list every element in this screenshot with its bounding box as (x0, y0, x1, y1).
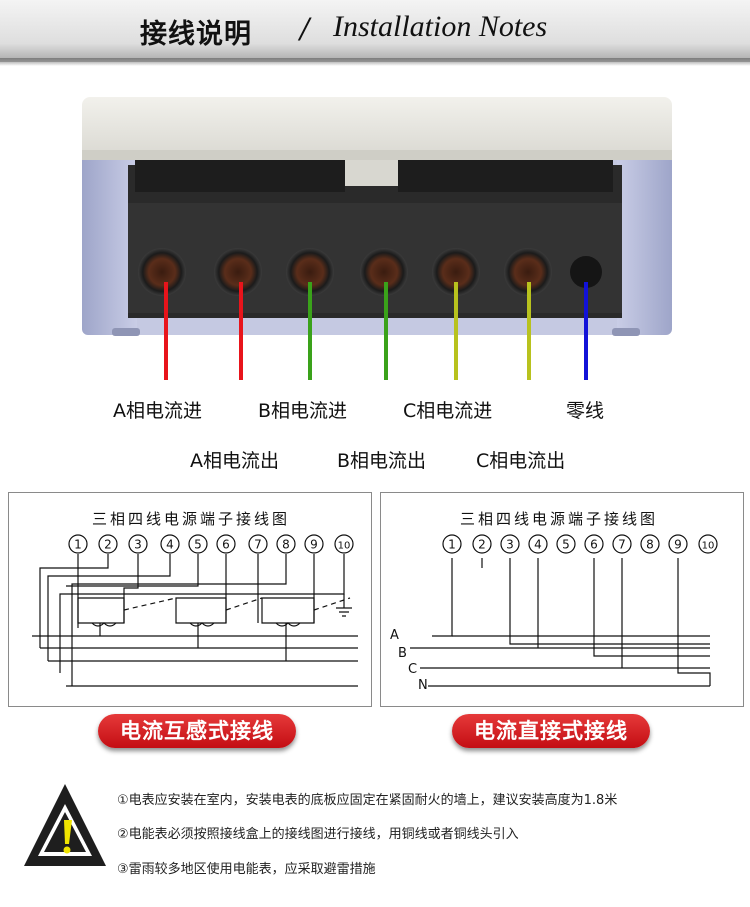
right-terminal-number-9: 9 (674, 538, 682, 552)
right-terminal-circle-10 (698, 534, 718, 554)
left-terminal-circle-4 (160, 534, 180, 554)
label-b-phase-out: B相电流出 (337, 450, 427, 472)
right-terminal-circle-4 (528, 534, 548, 554)
section-header: 接线说明 / Installation Notes (0, 0, 750, 66)
right-terminal-number-8: 8 (646, 538, 654, 552)
right-terminal-circle-1 (442, 534, 462, 554)
right-terminal-number-4: 4 (534, 538, 542, 552)
line-label-a: A (390, 628, 399, 643)
left-terminal-number-3: 3 (134, 538, 142, 552)
ct-wiring-diagram: 1 2 3 4 5 6 7 8 9 10 (32, 534, 358, 687)
right-terminal-number-5: 5 (562, 538, 570, 552)
right-terminal-circle-2 (472, 534, 492, 554)
header-shadow (0, 58, 750, 66)
warning-icon (24, 784, 106, 866)
right-terminal-circle-6 (584, 534, 604, 554)
label-neutral: 零线 (566, 400, 605, 422)
header-title-cn: 接线说明 (140, 19, 252, 50)
left-terminal-number-5: 5 (194, 538, 202, 552)
label-c-phase-out: C相电流出 (476, 450, 566, 472)
right-terminal-circle-5 (556, 534, 576, 554)
right-terminal-number-10: 10 (702, 541, 715, 552)
left-terminal-circle-3 (128, 534, 148, 554)
right-terminal-circle-9 (668, 534, 688, 554)
right-diagram-title: 三相四线电源端子接线图 (460, 510, 659, 528)
right-terminal-number-2: 2 (478, 538, 486, 552)
right-terminal-circle-8 (640, 534, 660, 554)
left-terminal-circle-5 (188, 534, 208, 554)
line-label-n: N (418, 678, 428, 693)
right-terminal-number-3: 3 (506, 538, 514, 552)
label-c-phase-in: C相电流进 (403, 400, 493, 422)
note-3: ③雷雨较多地区使用电能表，应采取避雷措施 (117, 862, 376, 877)
left-terminal-circle-6 (216, 534, 236, 554)
left-terminal-number-10: 10 (338, 541, 351, 552)
left-terminal-number-7: 7 (254, 538, 262, 552)
left-terminal-number-4: 4 (166, 538, 174, 552)
meter-terminal-block (82, 97, 672, 380)
note-1: ①电表应安装在室内，安装电表的底板应固定在紧固耐火的墙上，建议安装高度为1.8米 (117, 793, 618, 808)
left-terminal-number-1: 1 (74, 538, 82, 552)
right-terminal-number-1: 1 (448, 538, 456, 552)
left-terminal-circle-2 (98, 534, 118, 554)
right-terminal-number-6: 6 (590, 538, 598, 552)
right-terminal-circle-3 (500, 534, 520, 554)
left-terminal-circle-10 (334, 534, 354, 554)
left-terminal-number-2: 2 (104, 538, 112, 552)
ct-wiring-caption: 电流互感式接线 (98, 714, 296, 748)
line-label-c: C (408, 662, 418, 677)
label-a-phase-out: A相电流出 (190, 450, 279, 472)
right-terminal-circle-7 (612, 534, 632, 554)
left-terminal-number-8: 8 (282, 538, 290, 552)
note-2: ②电能表必须按照接线盒上的接线图进行接线，用铜线或者铜线头引入 (117, 827, 519, 842)
line-label-b: B (398, 646, 407, 661)
header-title-en: Installation Notes (333, 10, 548, 43)
ct-wiring-diagram-panel (8, 492, 372, 707)
left-terminal-number-6: 6 (222, 538, 230, 552)
header-separator: / (300, 12, 310, 45)
label-b-phase-in: B相电流进 (258, 400, 348, 422)
label-a-phase-in: A相电流进 (113, 400, 202, 422)
direct-wiring-caption: 电流直接式接线 (452, 714, 650, 748)
direct-wiring-diagram: 1 2 3 4 5 6 7 8 9 10 (410, 534, 718, 687)
right-terminal-number-7: 7 (618, 538, 626, 552)
left-diagram-title: 三相四线电源端子接线图 (92, 510, 291, 528)
left-terminal-circle-1 (68, 534, 88, 554)
direct-wiring-diagram-panel (380, 492, 744, 707)
left-terminal-circle-7 (248, 534, 268, 554)
left-terminal-circle-8 (276, 534, 296, 554)
left-terminal-number-9: 9 (310, 538, 318, 552)
left-terminal-circle-9 (304, 534, 324, 554)
